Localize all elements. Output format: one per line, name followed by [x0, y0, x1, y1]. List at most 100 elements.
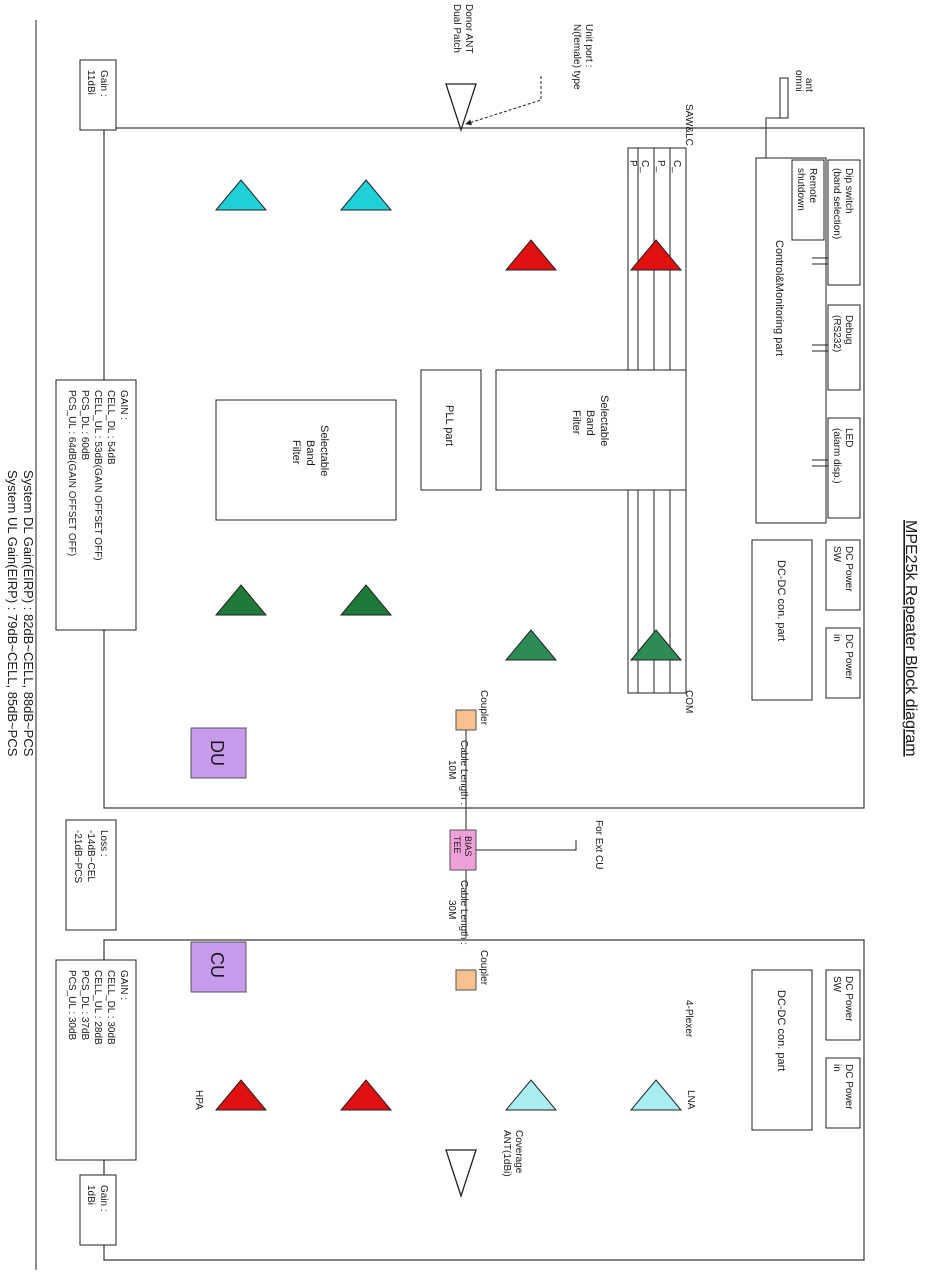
- cu-gain-3: PCS_DL : 37dB: [79, 970, 90, 1041]
- du-gain-0: GAIN :: [118, 390, 129, 420]
- led-block: [827, 417, 861, 519]
- lna-pcs-dl: [214, 179, 268, 211]
- dl-filter-label-2: Band: [304, 440, 316, 466]
- cu-coupler-label: Coupler: [478, 950, 489, 986]
- cu-cable-label-2: 30M: [446, 900, 457, 919]
- cu-dc-power-in: [825, 1057, 861, 1129]
- donor-ant-label-2: Dual Patch: [451, 4, 462, 53]
- du-gain-2: CELL_UL : 53dB(GAIN OFFSET OFF): [92, 390, 103, 561]
- loss-label-1: Loss :: [98, 830, 109, 857]
- cu-plexer-label: 4-Plexer: [683, 1000, 694, 1038]
- loss-box: [65, 819, 117, 931]
- du-dc-power-in: [825, 627, 861, 699]
- du-top-port-cdl: C_: [639, 160, 650, 173]
- cu-lna-pul: [504, 1079, 558, 1111]
- cu-gain-box: [55, 959, 137, 1161]
- loss-label-2: -14dB~CEL: [85, 830, 96, 882]
- dip-switch-block: [827, 159, 861, 286]
- ul-filter-label-2: Band: [584, 410, 596, 436]
- du-cable-label-1: Cable Length :: [458, 740, 469, 805]
- ul-filter-label-1: Selectable: [598, 395, 610, 446]
- amp-pcs-dl: [214, 584, 268, 616]
- loss-label-3: -21dB~PCS: [72, 830, 83, 883]
- bias-tee-label-2: TEE: [452, 836, 462, 854]
- remote-shutdown-label-1: Remote: [807, 168, 818, 203]
- du-gain-4: PCS_UL : 64dB(GAIN OFFSET OFF): [66, 390, 77, 556]
- unit-port-label-2: N(female) type: [571, 24, 582, 90]
- cu-lna-label: LNA: [685, 1090, 696, 1110]
- du-gain-3: PCS_DL : 60dB: [79, 390, 90, 461]
- dl-filter-label-1: Selectable: [318, 425, 330, 476]
- cu-dcdc-label: DC-DC con. part: [775, 990, 787, 1071]
- du-gain-1: CELL_DL : 54dB: [105, 390, 116, 465]
- pll-block: [420, 369, 482, 491]
- du-rf-coupler: [455, 709, 477, 731]
- saw-label: SAW&LC: [683, 104, 694, 146]
- debug-label-1: Debug: [843, 315, 854, 344]
- amp-pcs-ul: [504, 629, 558, 661]
- coverage-label-1: Coverage: [513, 1130, 524, 1174]
- du-dc-power-sw-label-2: SW: [831, 546, 842, 563]
- hpa-pcs-ul: [504, 239, 558, 271]
- dip-switch-label-2: (band selection): [831, 168, 842, 239]
- du-dcdc-block: [751, 539, 813, 701]
- du-dc-power-in-label-2: in: [831, 634, 842, 642]
- du-top-port-pdl: P_: [627, 160, 638, 173]
- donor-ant-label-1: Donor ANT: [463, 4, 474, 53]
- com-label: COM: [683, 690, 694, 713]
- led-label-1: LED: [843, 428, 854, 447]
- lna-cell-dl: [339, 179, 393, 211]
- cu-hpa-label: HPA: [193, 1090, 204, 1110]
- cu-rf-coupler: [455, 969, 477, 991]
- unit-port-label-1: Unit port :: [583, 24, 594, 67]
- omni-ant-label-1: omni: [793, 70, 804, 92]
- du-dc-power-sw-label-1: DC Power: [843, 546, 854, 592]
- ext-cu-label: For Ext CU: [593, 820, 604, 869]
- cu-cable-label-1: Cable Length :: [458, 880, 469, 945]
- cu-lna-cul: [629, 1079, 683, 1111]
- cu-hpa-cdl: [339, 1079, 393, 1111]
- gain-coverage-2: 1dBi: [85, 1185, 96, 1205]
- debug-block: [827, 304, 861, 391]
- cu-dcdc-block: [751, 969, 813, 1131]
- led-label-2: (alarm disp.): [831, 428, 842, 484]
- cu-dc-power-sw-label-2: SW: [831, 976, 842, 993]
- cu-tag-label: CU: [207, 952, 227, 978]
- gain-donor-2: 11dBi: [85, 70, 96, 95]
- bias-tee-label-1: BIAS: [463, 836, 473, 857]
- gain-coverage-1: Gain :: [98, 1185, 109, 1212]
- gain-donor-box: [79, 59, 117, 131]
- cu-gain-0: GAIN :: [118, 970, 129, 1000]
- du-top-port-pul: P_: [655, 160, 666, 173]
- omni-ant-label-2: ant: [803, 78, 814, 92]
- cu-hpa-pdl: [214, 1079, 268, 1111]
- du-cable-label-2: 10M: [446, 760, 457, 779]
- remote-shutdown-block: [791, 159, 825, 241]
- coverage-label-2: ANT(1dBi): [501, 1130, 512, 1177]
- debug-label-2: (RS232): [831, 315, 842, 352]
- system-dl-gain: System DL Gain(EIRP) : 82dB~CELL, 88dB~P…: [21, 470, 36, 757]
- cu-dc-power-sw: [825, 969, 861, 1041]
- cu-tag: [190, 941, 247, 993]
- cu-gain-1: CELL_DL : 30dB: [105, 970, 116, 1045]
- du-dc-power-in-label-1: DC Power: [843, 634, 854, 680]
- cu-gain-2: CELL_UL : 28dB: [92, 970, 103, 1045]
- cu-gain-4: PCS_UL : 30dB: [66, 970, 77, 1041]
- dip-switch-label-1: Dip switch: [843, 168, 854, 214]
- donor-antenna: Donor ANT Dual Patch: [445, 4, 477, 133]
- ul-filter-label-3: Filter: [570, 410, 582, 435]
- du-coupler-label: Coupler: [478, 690, 489, 726]
- cu-dc-power-in-label-1: DC Power: [843, 1064, 854, 1110]
- cu-dc-power-sw-label-1: DC Power: [843, 976, 854, 1022]
- ul-band-filter: [495, 369, 687, 491]
- du-gain-box: [55, 379, 137, 631]
- system-ul-gain: System UL Gain(EIRP) : 79dB~CELL, 85dB~P…: [5, 470, 20, 757]
- du-power-part: DC Power SW DC Power in DC-DC con. part: [751, 539, 861, 701]
- du-control-part: Control&Monitoring part Remote shutdown …: [755, 157, 861, 524]
- omni-antenna: [779, 77, 789, 119]
- dl-filter-label-3: Filter: [290, 440, 302, 465]
- gain-donor-1: Gain :: [98, 70, 109, 97]
- remote-shutdown-label-2: shutdown: [795, 168, 806, 211]
